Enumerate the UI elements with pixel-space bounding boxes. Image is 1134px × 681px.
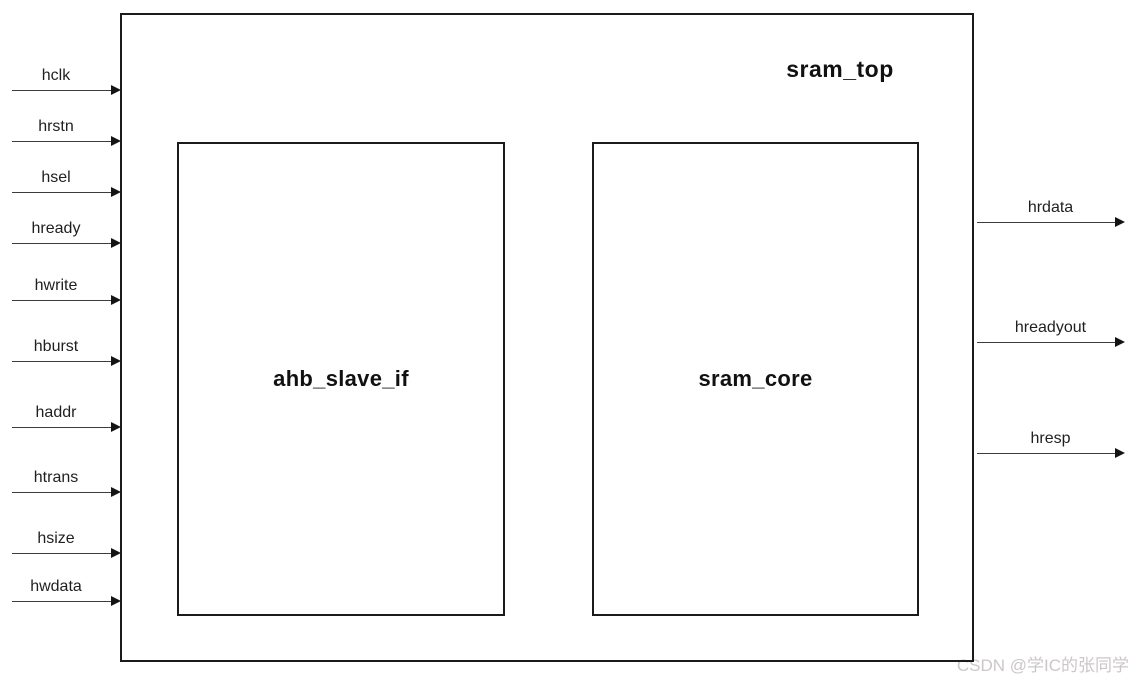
arrowhead-icon bbox=[1115, 337, 1125, 347]
arrowhead-icon bbox=[111, 85, 121, 95]
signal-line bbox=[12, 426, 112, 428]
signal-line bbox=[12, 242, 112, 244]
input-signal-hwdata: hwdata bbox=[12, 575, 121, 606]
signal-line bbox=[12, 191, 112, 193]
signal-label: hrstn bbox=[38, 118, 74, 136]
arrowhead-icon bbox=[111, 295, 121, 305]
input-signal-hrstn: hrstn bbox=[12, 115, 121, 146]
signal-label: hrdata bbox=[1027, 199, 1074, 217]
signal-label: hsel bbox=[41, 169, 71, 187]
arrowhead-icon bbox=[111, 238, 121, 248]
signal-line bbox=[12, 491, 112, 493]
signal-line bbox=[12, 299, 112, 301]
input-signal-hclk: hclk bbox=[12, 64, 121, 95]
arrowhead-icon bbox=[1115, 448, 1125, 458]
signal-label: hwdata bbox=[30, 578, 82, 596]
input-signal-htrans: htrans bbox=[12, 466, 121, 497]
input-signal-hwrite: hwrite bbox=[12, 274, 121, 305]
signal-line bbox=[977, 452, 1116, 454]
sram-core-box: sram_core bbox=[592, 142, 919, 616]
signal-label: hclk bbox=[41, 67, 71, 85]
arrowhead-icon bbox=[1115, 217, 1125, 227]
output-signal-hreadyout: hreadyout bbox=[977, 316, 1125, 347]
signal-line bbox=[977, 221, 1116, 223]
input-signal-hsel: hsel bbox=[12, 166, 121, 197]
arrowhead-icon bbox=[111, 187, 121, 197]
input-signal-haddr: haddr bbox=[12, 401, 121, 432]
arrowhead-icon bbox=[111, 596, 121, 606]
arrowhead-icon bbox=[111, 548, 121, 558]
signal-line bbox=[12, 89, 112, 91]
signal-label: hreadyout bbox=[1014, 319, 1087, 337]
signal-line bbox=[12, 140, 112, 142]
signal-label: hsize bbox=[37, 530, 75, 548]
signal-line bbox=[977, 341, 1116, 343]
signal-label: hready bbox=[31, 220, 81, 238]
signal-label: hburst bbox=[33, 338, 79, 356]
output-signal-hrdata: hrdata bbox=[977, 196, 1125, 227]
signal-label: hwrite bbox=[34, 277, 78, 295]
ahb-slave-if-label: ahb_slave_if bbox=[273, 366, 409, 391]
csdn-watermark: CSDN @学IC的张同学 bbox=[956, 656, 1129, 675]
output-signal-hresp: hresp bbox=[977, 427, 1125, 458]
arrowhead-icon bbox=[111, 422, 121, 432]
signal-label: hresp bbox=[1030, 430, 1071, 448]
input-signal-hsize: hsize bbox=[12, 527, 121, 558]
ahb-slave-if-box: ahb_slave_if bbox=[177, 142, 505, 616]
arrowhead-icon bbox=[111, 136, 121, 146]
signal-label: htrans bbox=[33, 469, 79, 487]
signal-line bbox=[12, 360, 112, 362]
signal-label: haddr bbox=[35, 404, 77, 422]
signal-line bbox=[12, 552, 112, 554]
input-signal-hready: hready bbox=[12, 217, 121, 248]
signal-line bbox=[12, 600, 112, 602]
arrowhead-icon bbox=[111, 487, 121, 497]
sram-top-box bbox=[120, 13, 974, 662]
module-title: sram_top bbox=[786, 56, 894, 82]
input-signal-hburst: hburst bbox=[12, 335, 121, 366]
arrowhead-icon bbox=[111, 356, 121, 366]
sram-core-label: sram_core bbox=[698, 366, 813, 391]
